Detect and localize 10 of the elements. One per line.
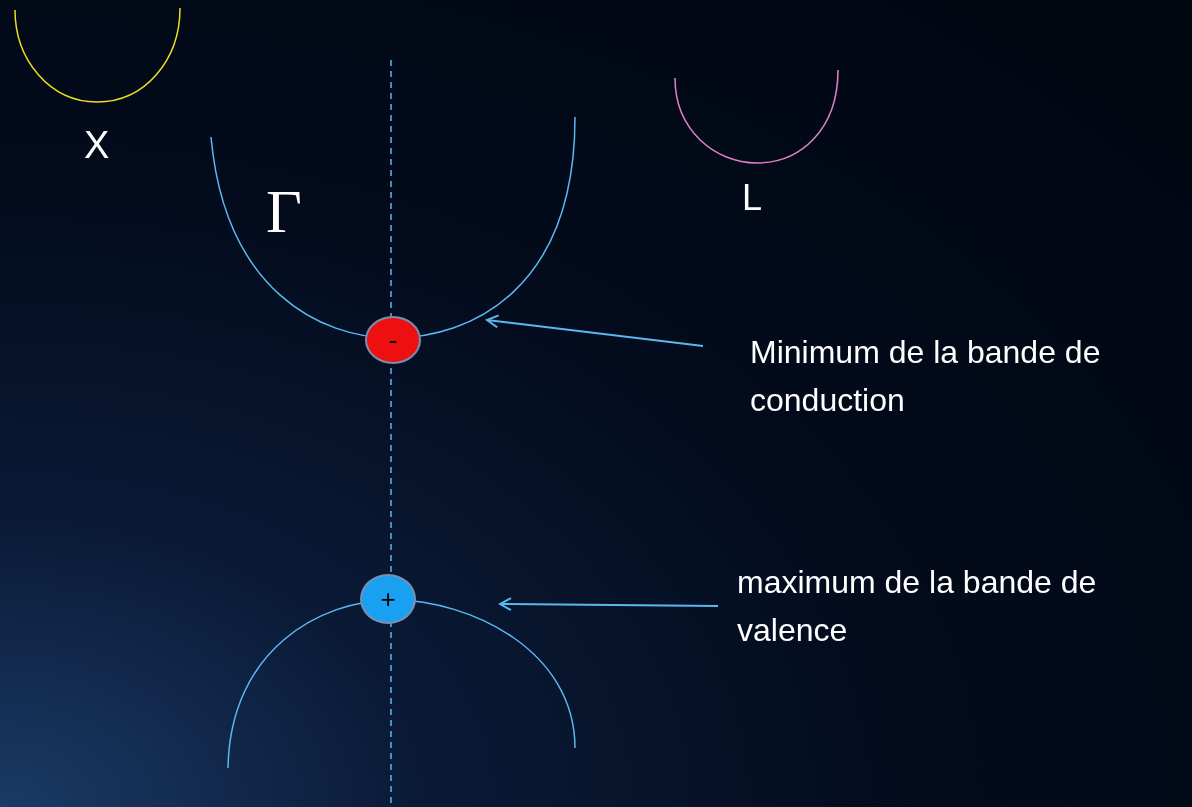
hole-circle: + <box>360 574 416 624</box>
leader-arrow <box>486 314 704 347</box>
band-curve <box>210 116 576 339</box>
point-label: L <box>742 180 763 216</box>
leader-arrow <box>499 597 719 612</box>
annotation-text: Minimum de la bande de conduction <box>750 328 1180 424</box>
annotation-text: maximum de la bande de valence <box>737 558 1177 654</box>
electron-circle: - <box>365 316 421 364</box>
point-label: X <box>84 126 110 164</box>
point-label: Γ <box>266 180 302 242</box>
